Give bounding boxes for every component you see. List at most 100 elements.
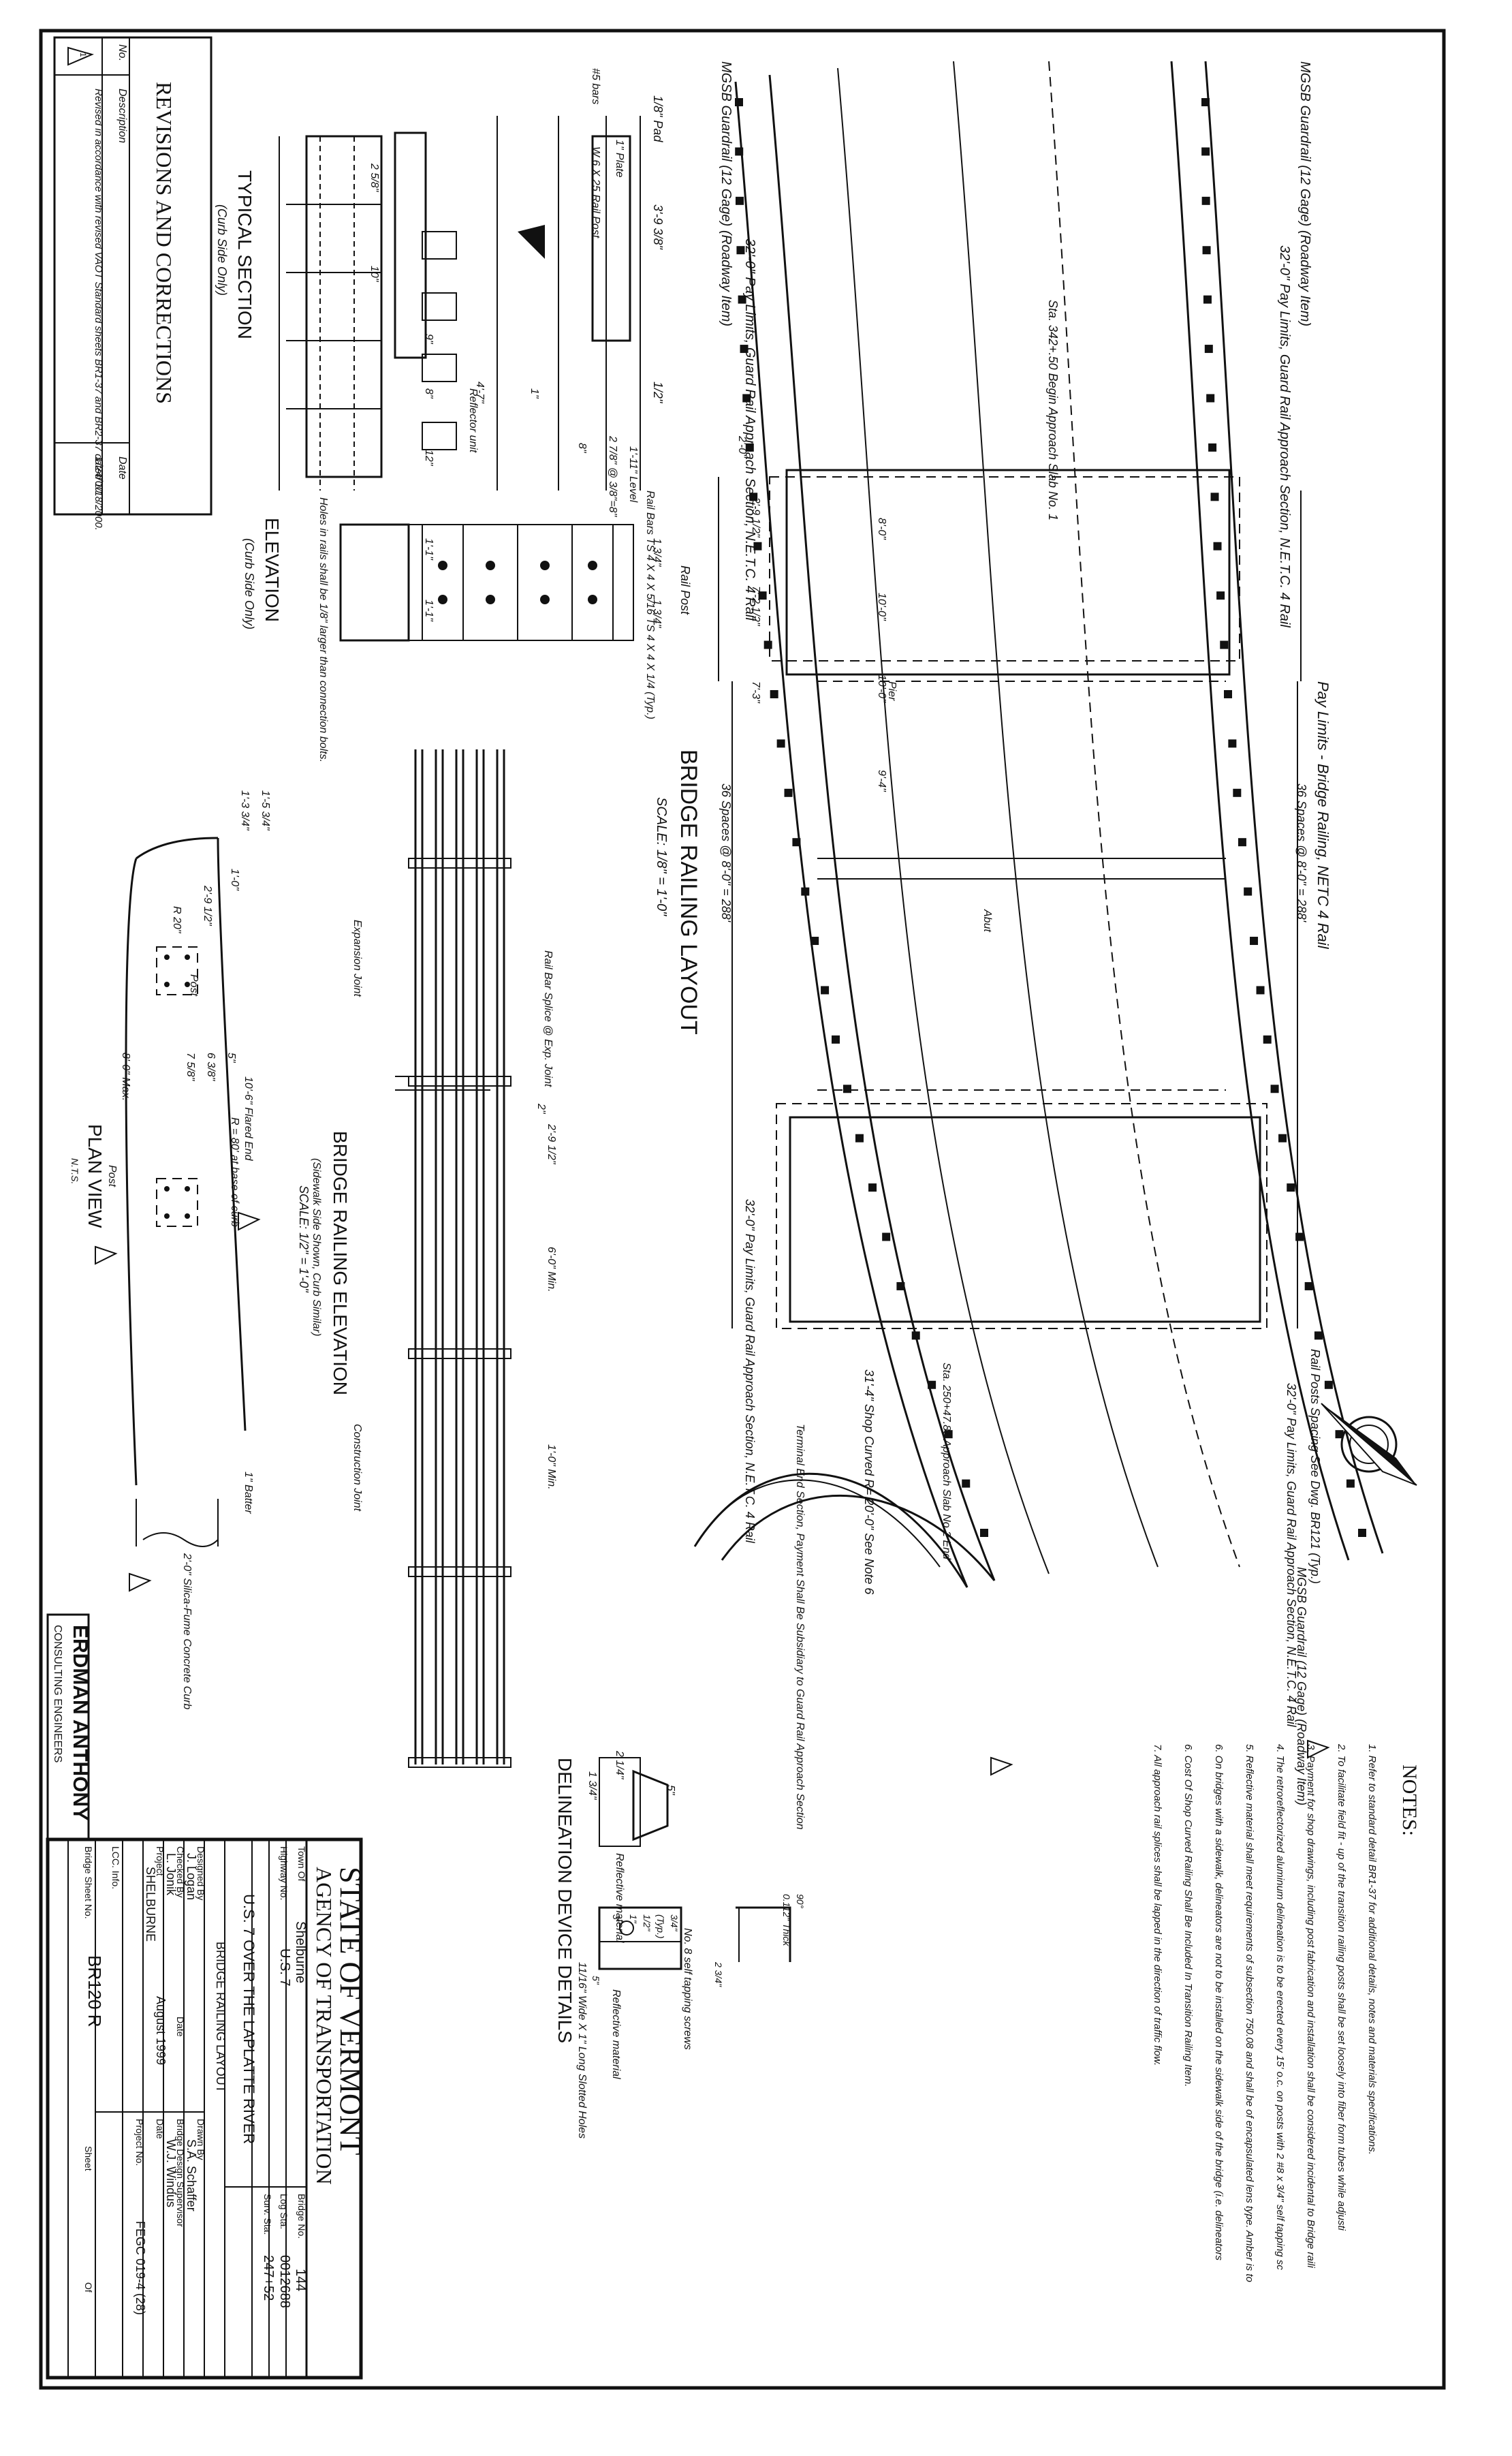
- rail-post-mark: [408, 1566, 511, 1577]
- revision-triangle-icon: [129, 1572, 152, 1592]
- post-base-1: [156, 946, 198, 995]
- layout-post: [1233, 788, 1242, 797]
- layout-post: [1216, 591, 1225, 600]
- consultant-name: ERDMAN ANTHONY: [69, 1625, 91, 1820]
- note-item: 3. Payment for shop drawings, including …: [1305, 1744, 1317, 2268]
- deline-screws: No. 8 self tapping screws: [682, 1928, 693, 2050]
- highway-label: Highway No.: [279, 1846, 289, 1900]
- consultant-block: ERDMAN ANTHONY CONSULTING ENGINEERS: [46, 1613, 91, 1841]
- layout-post: [1220, 640, 1229, 649]
- approach-top-right-label: 32'-0" Pay Limits, Guard Rail Approach S…: [1285, 1383, 1298, 1728]
- plan-dim-4: 2'-9 1/2": [202, 885, 213, 927]
- surv-sta-value: 247+52: [261, 2255, 276, 2301]
- elevation-subtitle: (Curb Side Only): [242, 538, 256, 629]
- layout-post: [792, 838, 801, 847]
- delineation-title: DELINEATION DEVICE DETAILS: [554, 1758, 576, 2043]
- checked-by-label: Checked By: [175, 1846, 186, 1897]
- dim-2-9: 2'-9 1/2": [750, 497, 761, 538]
- rail-elev-dim-2: 6'-0" Min.: [546, 1247, 557, 1292]
- ts-dim-20: Rail Bars TS 4 X 4 X 5/16 TS 4 X 4 X 1/4…: [644, 491, 656, 719]
- north-arrow-icon: [1321, 1403, 1417, 1486]
- layout-post: [736, 246, 745, 255]
- layout-post: [1358, 1529, 1366, 1537]
- layout-post: [770, 689, 778, 698]
- spaces-top-label: 36 Spaces @ 8'-0" = 288': [1295, 783, 1308, 922]
- plan-radius: R = 80' at base of curb: [229, 1117, 240, 1227]
- rail-post-mark: [408, 858, 511, 869]
- ts-dim-9: 1": [529, 388, 540, 399]
- checked-by-value: L. Jonik: [164, 1853, 178, 1896]
- ts-dim-8: 8": [576, 443, 588, 454]
- deline-slotted: 11/16" Wide X 1" Long Slotted Holes: [576, 1962, 588, 2139]
- revision-triangle-icon: [238, 1211, 261, 1231]
- ts-dim-15: 1'-1": [423, 600, 435, 622]
- drawn-by-label: Drawn By: [195, 2119, 206, 2160]
- rail-post-mark: [408, 1348, 511, 1359]
- layout-post: [753, 542, 762, 550]
- layout-post: [745, 443, 754, 452]
- typical-section-title: TYPICAL SECTION: [234, 170, 255, 339]
- note-item: 5. Reflective material shall meet requir…: [1244, 1744, 1255, 2282]
- elev-hole-note: Holes in rails shall be 1/8" larger than…: [317, 497, 329, 762]
- approach-bottom-left-label: 32'-0" Pay Limits, Guard Rail Approach S…: [742, 238, 757, 621]
- note-item: 6. Cost Of Shop Curved Railing Shall Be …: [1182, 1744, 1194, 2087]
- bridge-no-value: 144: [293, 2269, 308, 2291]
- plan-view-nts: N.T.S.: [69, 1158, 80, 1184]
- layout-post: [801, 887, 810, 896]
- revision-triangle-icon: [1307, 1739, 1330, 1759]
- layout-post: [831, 1035, 840, 1044]
- layout-post: [1346, 1479, 1355, 1488]
- designed-by-value: J. Logan: [185, 1853, 198, 1900]
- rail-elevation-title: BRIDGE RAILING ELEVATION: [330, 1131, 351, 1395]
- layout-post: [980, 1529, 988, 1537]
- layout-post: [1238, 838, 1246, 847]
- layout-post: [735, 98, 743, 106]
- pier-label: Pier: [886, 681, 898, 701]
- plan-post-1: Post: [188, 974, 200, 997]
- pay-limits-bridge-label: Pay Limits - Bridge Railing, NETC 4 Rail: [1314, 681, 1332, 950]
- date2-label: Date: [155, 2119, 166, 2139]
- rail-elevation-subtitle: (Sidewalk Side Shown, Curb Similar): [311, 1158, 322, 1336]
- layout-scale: SCALE: 1/8" = 1'-0": [654, 797, 669, 916]
- ts-dim-12: 8": [423, 388, 435, 399]
- layout-post: [784, 788, 793, 797]
- ts-dim-18: #5 bars: [590, 68, 601, 104]
- layout-post: [1213, 542, 1222, 550]
- ts-dim-10: 4'-7": [474, 382, 486, 404]
- of-label: Of: [83, 2282, 94, 2292]
- dim-9-4: 9'-4": [876, 770, 887, 792]
- dim-10-0b: 10'-0": [876, 674, 887, 703]
- layout-post: [1210, 493, 1219, 501]
- deline-dim-6: 1": [628, 1914, 639, 1924]
- layout-post: [1202, 246, 1211, 255]
- deline-reflective-2: Reflective material: [610, 1989, 622, 2079]
- layout-post: [758, 591, 767, 600]
- typical-section-subtitle: (Curb Side Only): [215, 204, 229, 296]
- layout-post: [882, 1232, 891, 1241]
- layout-post: [735, 147, 744, 156]
- expansion-joint-label: Expansion Joint: [351, 920, 363, 997]
- layout-post: [962, 1479, 971, 1488]
- project-no-label: Project No.: [134, 2119, 145, 2166]
- approach-bottom-right-label: 32'-0" Pay Limits, Guard Rail Approach S…: [743, 1199, 757, 1544]
- post-base-2: [156, 1178, 198, 1227]
- highway-value: U.S. 7: [277, 1948, 292, 1987]
- project-no-value: FEGC 019-4 (28): [133, 2221, 147, 2315]
- town-label: Town Of: [296, 1846, 307, 1881]
- plan-post-2: Post: [106, 1165, 118, 1187]
- dim-7-3: 7'-3": [750, 681, 761, 704]
- elev-dim-1: 1 3/4": [651, 538, 663, 568]
- guardrail-bottom-left-label: MGSB Guardrail (12 Gage) (Roadway Item): [719, 61, 734, 326]
- rev-row-date: 1/24/00: [93, 456, 104, 493]
- plan-dim-9: 8'-0" Max.: [120, 1053, 131, 1101]
- layout-post: [868, 1183, 877, 1192]
- approach-top-left-label: 32'-0" Pay Limits, Guard Rail Approach S…: [1277, 245, 1292, 627]
- plan-curb: 2'-0" Silica-Fume Concrete Curb: [181, 1553, 193, 1709]
- notes-heading: NOTES:: [1398, 1765, 1421, 1836]
- ts-dim-14: 1'-1": [423, 538, 435, 561]
- ts-dim-16: 2 5/8": [368, 163, 380, 193]
- bridge-supt-value: W.J. Windus: [164, 2139, 178, 2207]
- layout-post: [1324, 1380, 1333, 1389]
- approach-slab-2: [789, 1116, 1261, 1323]
- layout-post: [928, 1380, 936, 1389]
